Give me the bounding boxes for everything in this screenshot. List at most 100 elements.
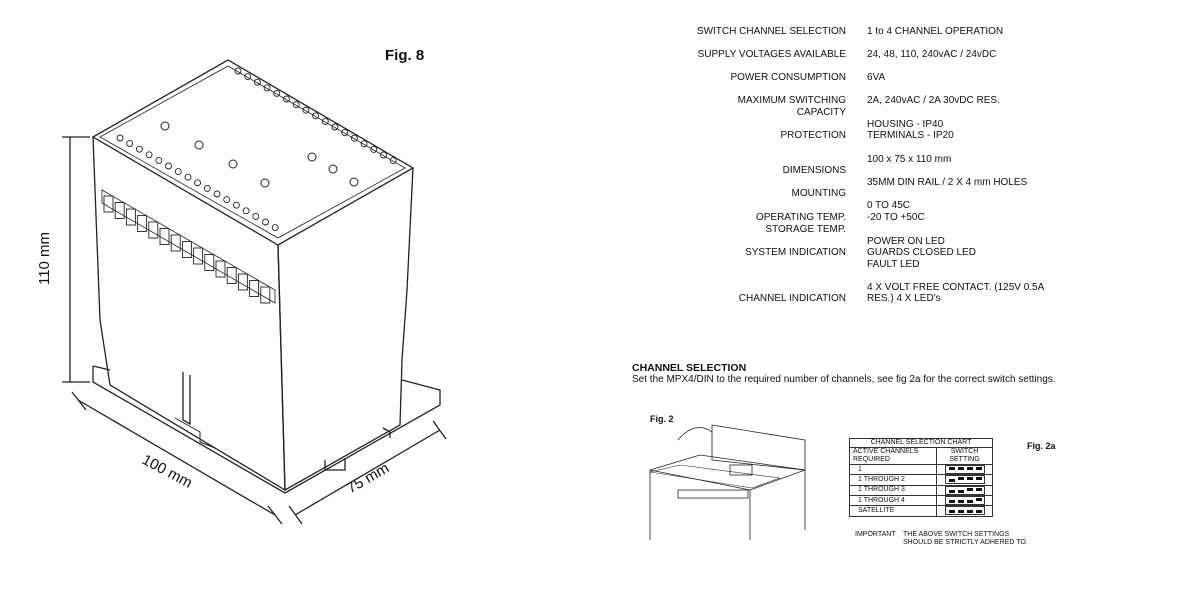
important-note: THE ABOVE SWITCH SETTINGS: [903, 531, 1010, 538]
terminal-screw-icon: [273, 89, 281, 97]
terminal-screw-icon: [283, 95, 290, 103]
spec-value: GUARDS CLOSED LED: [867, 247, 976, 258]
terminal-screw-icon: [184, 173, 192, 181]
terminal-screw-icon: [380, 151, 387, 159]
spec-value: TERMINALS - IP20: [867, 130, 954, 141]
terminal-screw-icon: [252, 212, 260, 220]
spec-label: DIMENSIONS: [782, 165, 846, 176]
terminal-slot-icon: [103, 195, 114, 213]
dip-switch-icon: [966, 510, 973, 514]
spec-value: 2A, 240vAC / 2A 30vDC RES.: [867, 95, 1000, 106]
dip-switch-icon: [957, 510, 964, 514]
dip-switch-icon: [975, 467, 982, 470]
terminal-screw-icon: [331, 123, 339, 131]
chart-row-label: 1: [849, 463, 937, 476]
spec-value: HOUSING - IP40: [867, 119, 944, 130]
dip-switch-icon: [975, 487, 982, 491]
dip-switch-icon: [975, 477, 982, 481]
fig2-label: Fig. 2: [650, 414, 674, 424]
chart-row-label: 1 THROUGH 2: [849, 474, 937, 486]
terminal-screw-icon: [174, 168, 182, 176]
terminal-slot-icon: [181, 241, 192, 258]
spec-label: CHANNEL INDICATION: [738, 293, 846, 304]
terminal-slot-icon: [249, 280, 260, 297]
dip-switch-icon: [948, 500, 955, 504]
chart-row: 1 THROUGH 4: [849, 495, 993, 507]
terminal-screw-icon: [232, 201, 240, 209]
terminal-slot-icon: [237, 273, 248, 291]
terminal-slot-icon: [125, 208, 136, 226]
terminal-screw-icon: [312, 112, 320, 120]
terminal-slot-icon: [215, 260, 226, 278]
chart-row: 1: [849, 463, 993, 476]
chart-col2-header: SETTING: [949, 456, 980, 463]
dip-switch-icon: [957, 467, 964, 470]
chart-row: 1 THROUGH 2: [849, 474, 993, 486]
terminal-screw-icon: [263, 84, 271, 92]
chart-row-label: 1 THROUGH 3: [849, 484, 937, 497]
spec-value: 35MM DIN RAIL / 2 X 4 mm HOLES: [867, 177, 1028, 188]
spec-value: 6VA: [867, 72, 886, 83]
dip-switch-icon: [948, 510, 955, 514]
spec-value: FAULT LED: [867, 259, 920, 270]
chart-row-label: 1 THROUGH 4: [849, 495, 937, 507]
terminal-screw-icon: [155, 156, 163, 164]
dip-switch-icon: [957, 489, 964, 493]
terminal-screw-icon: [262, 218, 269, 226]
spec-value: 1 to 4 CHANNEL OPERATION: [867, 26, 1004, 37]
terminal-screw-icon: [244, 73, 252, 81]
terminal-screw-icon: [292, 101, 300, 109]
spec-label: MAXIMUM SWITCHING: [737, 95, 846, 106]
chart-row: SATELLITE: [849, 505, 993, 517]
spec-label: SUPPLY VOLTAGES AVAILABLE: [697, 49, 846, 60]
terminal-slot-icon: [260, 286, 271, 304]
terminal-screw-icon: [321, 117, 329, 125]
terminal-slot-icon: [114, 202, 125, 219]
terminal-screw-icon: [223, 196, 231, 204]
important-label: IMPORTANT: [855, 531, 896, 538]
dip-switch-setting: [944, 485, 985, 495]
terminal-screw-icon: [203, 184, 211, 192]
dip-switch-setting: [944, 465, 985, 474]
dip-switch-setting: [944, 506, 985, 516]
terminal-screw-icon: [370, 145, 378, 153]
important-note: SHOULD BE STRICTLY ADHERED TO.: [903, 539, 1028, 546]
terminal-slot-icon: [137, 215, 148, 232]
terminal-screw-icon: [341, 129, 349, 137]
dip-switch-icon: [966, 477, 973, 481]
terminal-screw-icon: [360, 140, 368, 148]
spec-label: SYSTEM INDICATION: [745, 247, 846, 258]
width-dimension-line: [77, 399, 276, 516]
fig8-label: Fig. 8: [385, 47, 425, 64]
terminal-slot-icon: [204, 254, 215, 271]
dip-switch-icon: [966, 467, 973, 470]
spec-label: MOUNTING: [791, 188, 846, 199]
dip-switch-setting: [944, 475, 985, 485]
terminal-screw-icon: [116, 134, 124, 142]
dip-switch-icon: [966, 487, 973, 491]
terminal-screw-icon: [234, 67, 242, 75]
dip-switch-icon: [948, 467, 955, 470]
spec-value: POWER ON LED: [867, 236, 945, 247]
spec-value: 0 TO 45C: [867, 200, 910, 211]
spec-label: SWITCH CHANNEL SELECTION: [696, 26, 846, 37]
depth-dimension-line: [294, 429, 441, 516]
spec-value: 100 x 75 x 110 mm: [867, 154, 952, 165]
spec-label: CAPACITY: [796, 107, 846, 118]
chart-col2-header: SWITCH: [950, 448, 979, 455]
dip-switch-icon: [966, 500, 973, 504]
terminal-screw-icon: [213, 190, 221, 198]
spec-label: PROTECTION: [780, 130, 846, 141]
terminal-screw-icon: [145, 151, 153, 159]
dip-switch-icon: [948, 479, 955, 483]
spec-label: OPERATING TEMP.: [755, 212, 846, 223]
spec-value: 24, 48, 110, 240vAC / 24vDC: [867, 49, 997, 60]
terminal-screw-icon: [242, 207, 250, 215]
dip-switch-icon: [957, 500, 964, 504]
dip-switch-icon: [948, 489, 955, 493]
spec-value: -20 TO +50C: [867, 212, 925, 223]
spec-value: RES.) 4 X LED's: [867, 293, 941, 304]
terminal-slot-icon: [148, 221, 159, 239]
terminal-screw-icon: [253, 78, 261, 86]
